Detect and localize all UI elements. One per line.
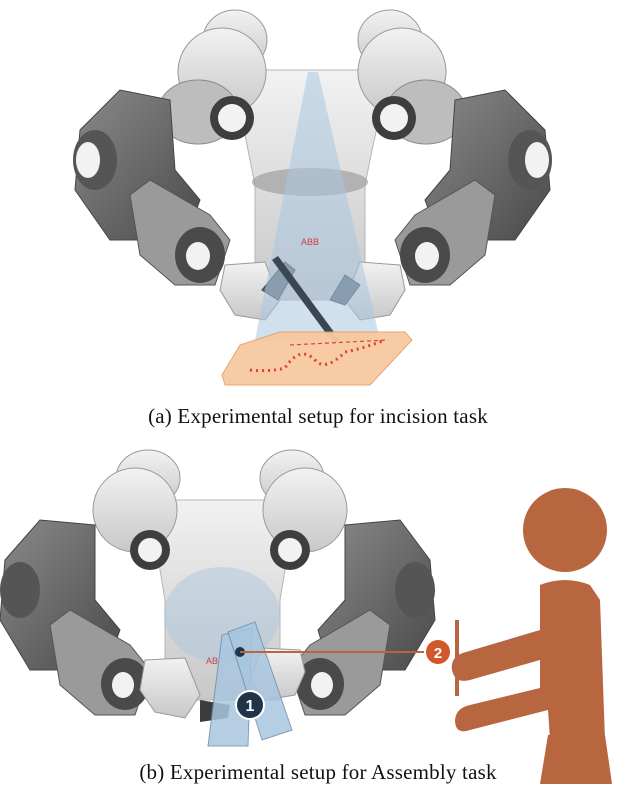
marker-2-circle — [424, 638, 452, 666]
marker-2-label: 2 — [434, 645, 442, 662]
scalpel — [272, 256, 334, 336]
left-shoulder-b — [92, 449, 181, 570]
panel-b-assembly-setup: AB 1 2 — [0, 449, 612, 784]
right-shoulder — [357, 9, 467, 145]
left-shoulder — [157, 9, 268, 145]
left-arm-b — [0, 519, 230, 722]
incision-target-line — [289, 339, 389, 346]
human-figure — [451, 488, 612, 784]
human-body — [451, 580, 605, 740]
caption-b: (b) Experimental setup for Assembly task — [139, 760, 497, 784]
caption-a: (a) Experimental setup for incision task — [148, 404, 488, 428]
robot-label-b: AB — [206, 656, 218, 666]
right-arm — [329, 89, 552, 321]
right-shoulder-b — [259, 449, 348, 570]
panel-a-incision-setup: ABB — [73, 9, 552, 386]
human-head — [523, 488, 607, 572]
human-legs — [540, 735, 612, 784]
marker-1-circle — [235, 690, 265, 720]
incision-path — [249, 338, 386, 373]
marker-1-label: 1 — [246, 698, 255, 715]
robot-label-a: ABB — [301, 237, 319, 247]
